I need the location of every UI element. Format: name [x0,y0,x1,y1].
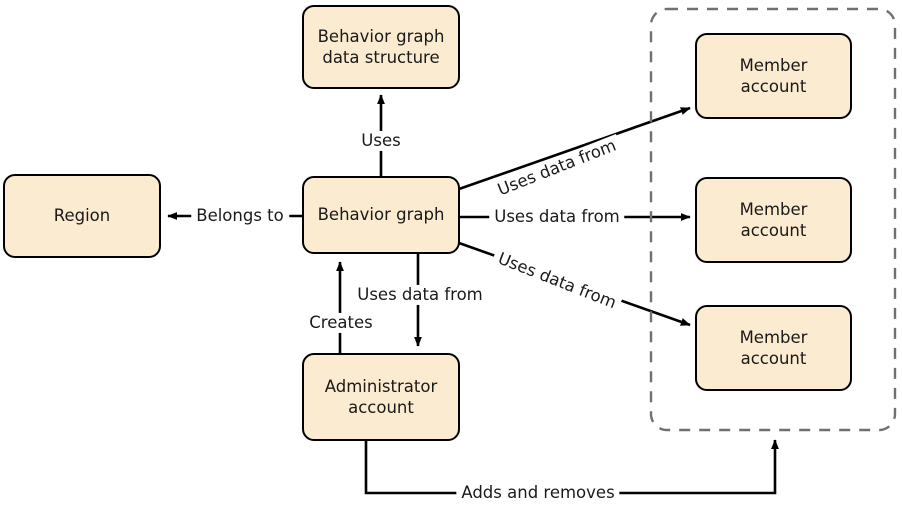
edge-label-uses-data-from-2: Uses data from [489,206,625,228]
edge-label-adds-and-removes: Adds and removes [456,482,620,504]
edge-label-belongs-to: Belongs to [191,205,289,227]
node-region[interactable]: Region [3,174,161,258]
node-label: Member account [739,55,808,96]
edge-label-creates: Creates [304,312,378,334]
node-member-account-2[interactable]: Member account [695,177,852,263]
node-label: Region [53,206,111,226]
node-member-account-3[interactable]: Member account [695,305,852,391]
node-administrator-account[interactable]: Administrator account [302,353,460,441]
node-behavior-graph-data-structure[interactable]: Behavior graph data structure [302,5,460,89]
edge-label-uses: Uses [356,130,406,152]
connector-uses-data-from-1 [458,106,691,191]
node-label: Member account [739,199,808,240]
node-label: Behavior graph data structure [317,26,445,67]
node-label: Behavior graph [317,205,445,225]
node-label: Administrator account [324,376,438,417]
node-label: Member account [739,327,808,368]
node-member-account-1[interactable]: Member account [695,33,852,119]
edge-label-uses-data-from-admin: Uses data from [352,284,488,306]
node-behavior-graph[interactable]: Behavior graph [302,176,460,254]
member-accounts-group-boundary [649,7,897,432]
